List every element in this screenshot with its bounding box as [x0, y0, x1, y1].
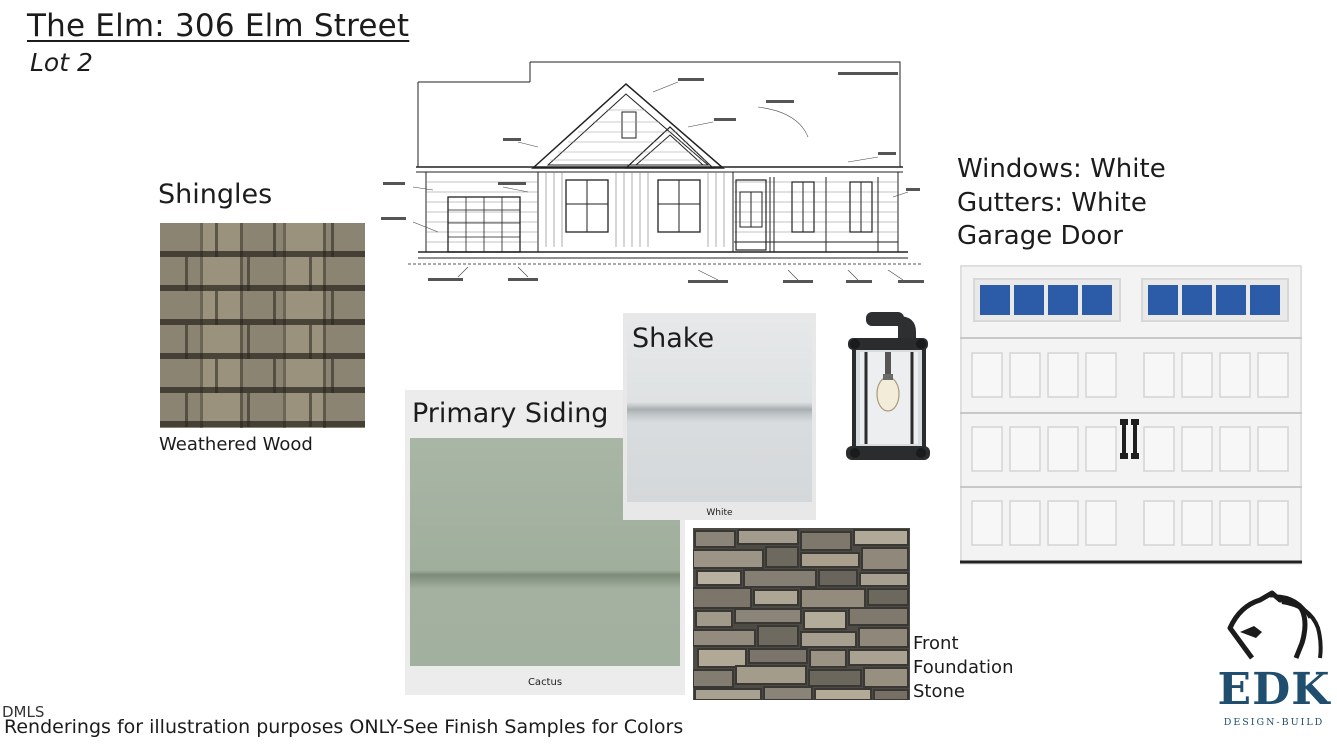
stone-label-line1: Front	[913, 633, 959, 654]
exterior-lantern-image	[846, 312, 930, 460]
shingles-swatch	[160, 223, 365, 428]
garage-door-heading: Garage Door	[957, 221, 1123, 251]
lot-subtitle: Lot 2	[30, 48, 93, 77]
edk-horse-logo	[1227, 590, 1323, 660]
gutters-note: Gutters: White	[957, 188, 1147, 218]
dmls-watermark: DMLS	[2, 703, 45, 721]
front-elevation-drawing	[381, 61, 924, 283]
stone-label: Front Foundation Stone	[913, 632, 1013, 704]
shake-heading: Shake	[632, 323, 715, 354]
primary-siding-heading: Primary Siding	[412, 398, 609, 429]
shake-card: Shake White	[623, 313, 816, 520]
shake-color-name: White	[706, 508, 733, 518]
logo-name: EDK	[1217, 664, 1331, 715]
logo-tagline: DESIGN-BUILD	[1223, 717, 1325, 728]
primary-siding-color-name: Cactus	[527, 677, 563, 688]
shingles-color-name: Weathered Wood	[159, 434, 313, 455]
foundation-stone-swatch	[693, 528, 910, 700]
windows-note: Windows: White	[957, 154, 1166, 184]
shake-swatch	[627, 317, 812, 502]
page-title: The Elm: 306 Elm Street	[27, 8, 410, 44]
shingles-heading: Shingles	[158, 179, 273, 210]
stone-label-line3: Stone	[913, 681, 965, 702]
disclaimer-text: Renderings for illustration purposes ONL…	[4, 716, 684, 738]
garage-door-image	[960, 265, 1302, 565]
stone-label-line2: Foundation	[913, 657, 1014, 678]
